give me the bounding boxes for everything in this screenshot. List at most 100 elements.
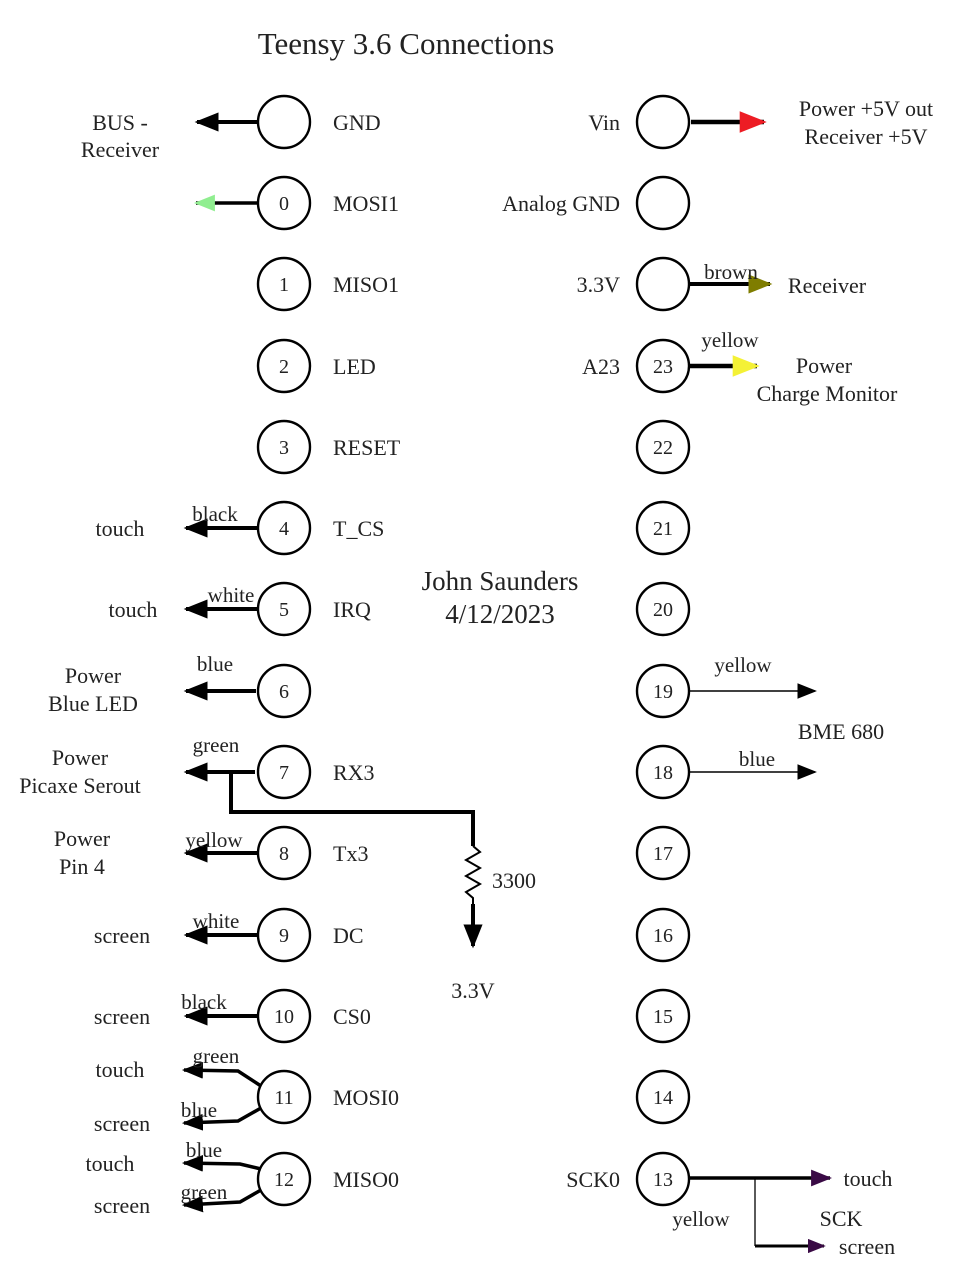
pin13-bus-label: SCK [820,1206,863,1231]
pin-circle-18 [635,744,691,800]
pin-label-vin: Vin [588,110,620,135]
pin-name-mosi0: MOSI0 [333,1085,399,1110]
pin4-target: touch [96,516,145,541]
pin-number-14: 14 [653,1087,673,1109]
pin-name-led: LED [333,354,376,379]
pin-circle-2 [256,338,312,394]
pin-number-5: 5 [279,599,289,621]
pin-number-4: 4 [279,518,289,540]
pin-number-12: 12 [274,1169,294,1191]
pin8-target-line2: Pin 4 [59,854,105,879]
left-pin-7: 7 RX3 [256,744,375,800]
pin-number-23: 23 [653,356,673,378]
resistor-symbol [463,845,483,906]
credit-date: 4/12/2023 [445,599,555,629]
right-pin-21: 21 [635,500,691,556]
pin12-screen-wire-color: green [181,1180,228,1204]
pin-circle-1 [256,256,312,312]
pin-name-miso1: MISO1 [333,272,399,297]
pin7-target-line2: Picaxe Serout [19,773,141,798]
pin10-target: screen [94,1004,150,1029]
connection-pin8-pin4: yellow Power Pin 4 [54,826,257,879]
gnd-target-line2: Receiver [81,137,160,162]
pin-label-a23: A23 [582,354,620,379]
pin-number-18: 18 [653,762,673,784]
pin-circle-7 [256,744,312,800]
pin5-target: touch [109,597,158,622]
pin-name-tx3: Tx3 [333,841,368,866]
pin11-touch-target: touch [96,1057,145,1082]
pin-name-gnd: GND [333,110,381,135]
pin-circle-13 [635,1151,691,1207]
pin-circle-22 [635,419,691,475]
right-pin-19: 19 [635,663,691,719]
connection-3v3-receiver: brown Receiver [690,260,867,298]
pin-name-cs0: CS0 [333,1004,371,1029]
diagram-title: Teensy 3.6 Connections [258,26,555,61]
pin11-screen-target: screen [94,1111,150,1136]
pin-circle-12 [256,1151,312,1207]
connection-gnd-bus-receiver: BUS - Receiver [81,110,257,162]
pin-name-dc: DC [333,923,364,948]
vin-target-line2: Receiver +5V [805,124,928,149]
bme680-label: BME 680 [798,719,884,744]
pin-circle-10 [256,988,312,1044]
pin6-target-line2: Blue LED [48,691,138,716]
pin-circle-5 [256,581,312,637]
left-pin-5: 5 IRQ [256,581,371,637]
pin8-target-line1: Power [54,826,111,851]
right-pin-18: 18 [635,744,691,800]
pin-number-2: 2 [279,356,289,378]
pin12-screen-wire [181,1188,262,1213]
left-pin-9: 9 DC [256,907,364,963]
pin-number-6: 6 [279,681,289,703]
pin-number-0: 0 [279,193,289,215]
pin-name-tcs: T_CS [333,516,384,541]
connection-pin9-screen: white screen [94,909,257,948]
pin11-screen-wire-color: blue [181,1098,217,1122]
pin-number-8: 8 [279,843,289,865]
pin10-wire-color: black [181,990,227,1014]
right-pin-14: 14 [635,1069,691,1125]
pin-number-19: 19 [653,681,673,703]
connection-pin6-blue-led: blue Power Blue LED [48,652,256,716]
pin-number-15: 15 [653,1006,673,1028]
left-pin-4: 4 T_CS [256,500,384,556]
pin-circle-4 [256,500,312,556]
pin9-wire-color: white [193,909,240,933]
connection-pin19-bme680: yellow [690,653,817,699]
connection-pin5-touch: white touch [109,583,257,622]
right-pin-23: 23 A23 [582,338,691,394]
pin-circle-15 [635,988,691,1044]
pin11-screen-wire [181,1106,262,1131]
left-pin-11: 11 MOSI0 [256,1069,399,1125]
right-pin-15: 15 [635,988,691,1044]
pin-name-irq: IRQ [333,597,371,622]
pin-number-21: 21 [653,518,673,540]
connection-pin4-touch: black touch [96,502,257,541]
pin-name-mosi1: MOSI1 [333,191,399,216]
left-pin-8: 8 Tx3 [256,825,368,881]
pin-circle-gnd [256,94,312,150]
pin-circle-agnd [635,175,691,231]
pin-circle-23 [635,338,691,394]
3v3-wire-color: brown [704,260,758,284]
pin-circle-vin [635,94,691,150]
connection-vin-power: Power +5V out Receiver +5V [691,96,933,149]
pin-name-reset: RESET [333,435,401,460]
pin11-touch-wire [181,1061,262,1088]
connection-pin12: blue touch green screen [86,1138,262,1218]
connection-pin11: green touch blue screen [94,1044,262,1136]
pin-number-10: 10 [274,1006,294,1028]
left-pin-1: 1 MISO1 [256,256,399,312]
pin-circle-17 [635,825,691,881]
right-pin-22: 22 [635,419,691,475]
right-pin-13: 13 SCK0 [566,1151,691,1207]
pin-circle-3 [256,419,312,475]
connection-pin10-screen: black screen [94,990,257,1029]
pin6-target-line1: Power [65,663,122,688]
pin7-target-line1: Power [52,745,109,770]
pin13-screen-target: screen [839,1234,895,1259]
pin-name-miso0: MISO0 [333,1167,399,1192]
